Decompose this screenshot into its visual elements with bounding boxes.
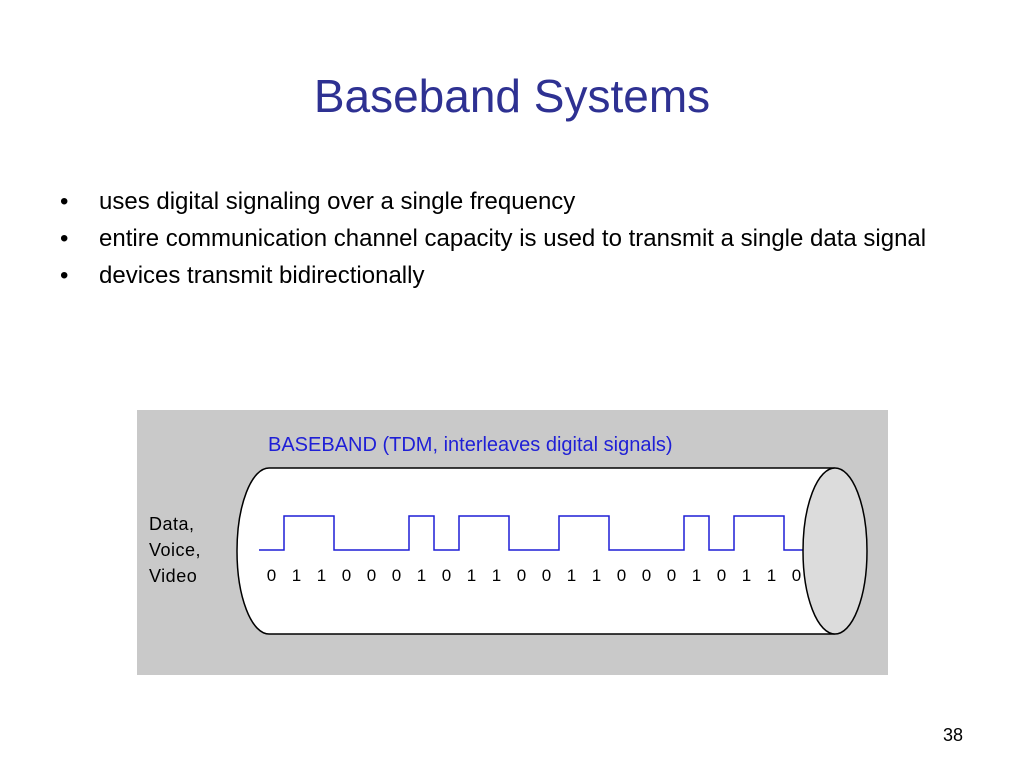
cable-end — [802, 467, 868, 635]
label-voice: Voice, — [149, 540, 202, 560]
bit-label: 0 — [641, 566, 652, 585]
bit-label: 0 — [541, 566, 552, 585]
bullet-text: entire communication channel capacity is… — [99, 225, 927, 252]
bit-label: 0 — [516, 566, 527, 585]
bit-label: 0 — [366, 566, 377, 585]
bit-label: 0 — [716, 566, 727, 585]
bullet-text: devices transmit bidirectionally — [99, 262, 425, 289]
baseband-figure: BASEBAND (TDM, interleaves digital signa… — [137, 410, 888, 675]
bullet-item: • devices transmit bidirectionally — [60, 260, 960, 292]
bullet-item: • uses digital signaling over a single f… — [60, 186, 960, 218]
bit-label: 1 — [491, 566, 502, 585]
page-number: 38 — [942, 725, 963, 745]
bullet-dot: • — [60, 225, 69, 252]
bit-label: 0 — [341, 566, 352, 585]
bullet-list: • uses digital signaling over a single f… — [60, 186, 960, 297]
bullet-text: uses digital signaling over a single fre… — [99, 188, 576, 215]
label-video: Video — [149, 566, 198, 586]
figure-title: BASEBAND (TDM, interleaves digital signa… — [268, 434, 673, 456]
bit-label: 1 — [741, 566, 752, 585]
bit-label: 0 — [791, 566, 802, 585]
bullet-dot: • — [60, 188, 69, 215]
bit-label: 1 — [416, 566, 427, 585]
bit-label: 0 — [441, 566, 452, 585]
bit-label: 1 — [291, 566, 302, 585]
cable-body — [236, 467, 835, 635]
bit-label: 0 — [616, 566, 627, 585]
bit-label: 1 — [766, 566, 777, 585]
slide-title: Baseband Systems — [313, 70, 711, 122]
label-data: Data, — [149, 514, 195, 534]
bit-label: 1 — [591, 566, 602, 585]
bit-label: 0 — [391, 566, 402, 585]
bullet-dot: • — [60, 262, 69, 289]
bit-label: 1 — [316, 566, 327, 585]
cable-diagram — [236, 467, 868, 635]
bit-label: 0 — [266, 566, 277, 585]
signal-waveform — [259, 515, 809, 551]
bit-label: 1 — [691, 566, 702, 585]
bit-label: 0 — [666, 566, 677, 585]
bullet-item: • entire communication channel capacity … — [60, 223, 960, 255]
bit-label: 1 — [566, 566, 577, 585]
bit-label: 1 — [466, 566, 477, 585]
